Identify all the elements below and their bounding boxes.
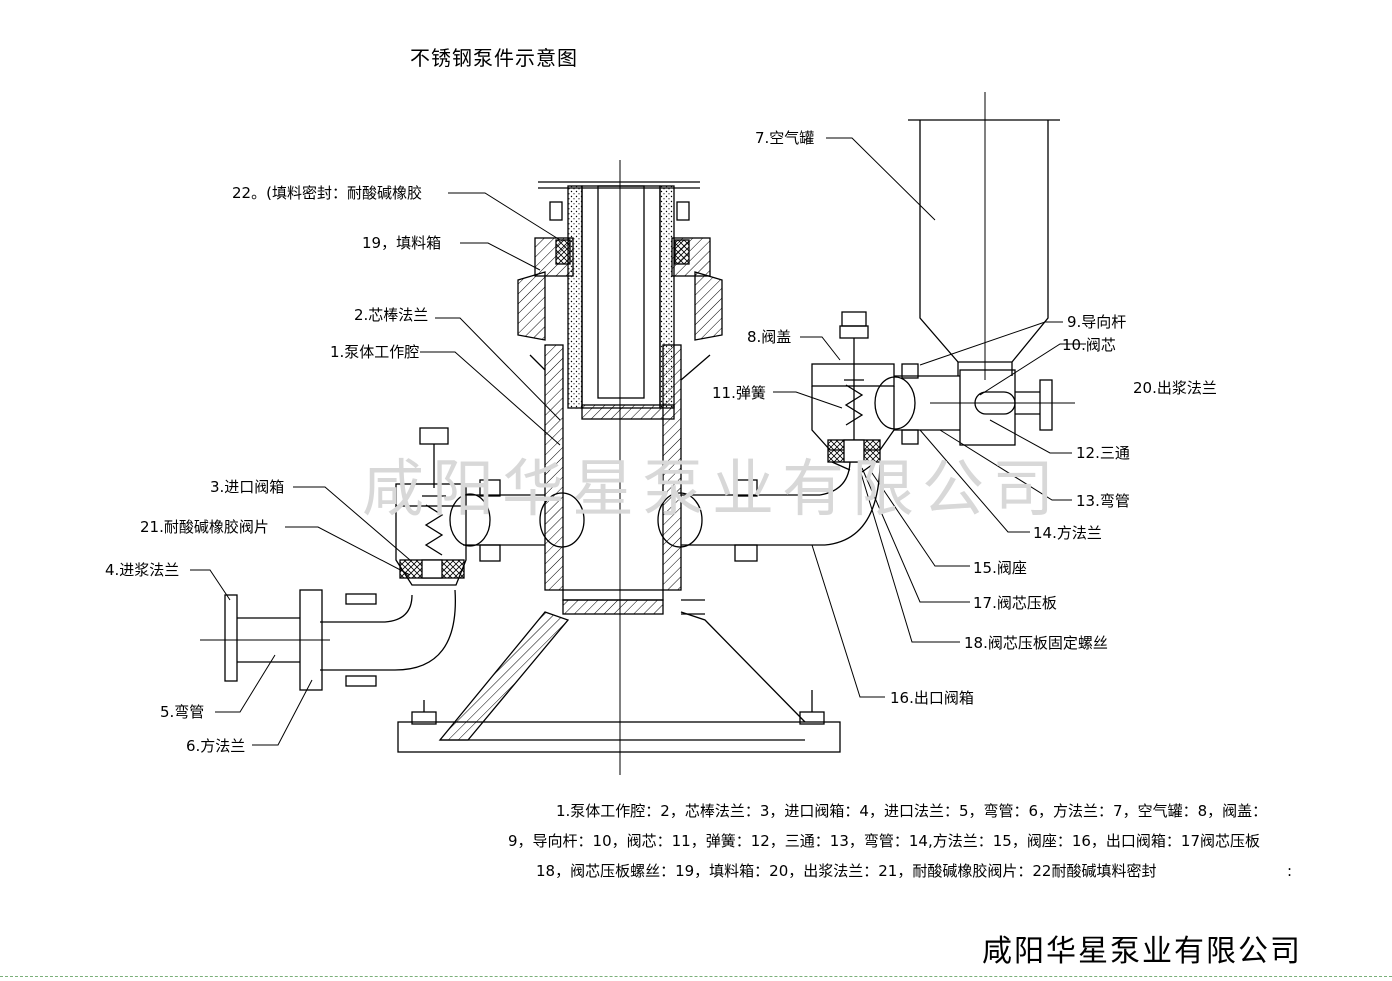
watermark: 咸阳华星泵业有限公司 — [362, 452, 1063, 525]
label-14: 14.方法兰 — [1033, 524, 1102, 542]
label-12: 12.三通 — [1076, 444, 1130, 462]
pump-base — [397, 611, 841, 753]
outlet-connector — [657, 459, 881, 562]
inlet-connector — [449, 479, 585, 562]
label-15: 15.阀座 — [973, 559, 1027, 577]
legend-line-2: 9，导向杆：10，阀芯：11，弹簧：12，三通：13，弯管：14,方法兰：15，… — [508, 832, 1261, 850]
outlet-valve-box — [811, 311, 895, 473]
air-tank — [908, 92, 1060, 380]
company-name: 咸阳华星泵业有限公司 — [982, 934, 1302, 969]
label-17: 17.阀芯压板 — [973, 594, 1057, 612]
label-19: 19，填料箱 — [362, 234, 442, 252]
label-11: 11.弹簧 — [712, 384, 766, 402]
legend-line-1: 1.泵体工作腔：2，芯棒法兰：3，进口阀箱：4，进口法兰：5，弯管：6，方法兰：… — [556, 802, 1268, 820]
label-16: 16.出口阀箱 — [890, 689, 974, 707]
diagram-title: 不锈钢泵件示意图 — [410, 46, 578, 70]
label-3: 3.进口阀箱 — [210, 478, 285, 496]
legend-tail: : — [1287, 862, 1293, 880]
label-1: 1.泵体工作腔 — [330, 343, 420, 361]
label-5: 5.弯管 — [160, 703, 205, 721]
legend-line-3: 18，阀芯压板螺丝：19，填料箱：20，出浆法兰：21，耐酸碱橡胶阀片：22耐酸… — [536, 862, 1157, 880]
label-20: 20.出浆法兰 — [1133, 379, 1217, 397]
label-7: 7.空气罐 — [755, 129, 815, 147]
label-18: 18.阀芯压板固定螺丝 — [964, 634, 1108, 652]
core-rod — [567, 185, 675, 420]
label-10: 10.阀芯 — [1062, 336, 1116, 354]
outlet-tee — [874, 363, 1075, 446]
leader-lines — [190, 137, 1086, 746]
label-21: 21.耐酸碱橡胶阀片 — [140, 518, 269, 536]
label-8: 8.阀盖 — [747, 328, 792, 346]
label-13: 13.弯管 — [1076, 492, 1130, 510]
inlet-elbow — [200, 589, 456, 691]
label-9: 9.导向杆 — [1067, 313, 1127, 331]
label-2: 2.芯棒法兰 — [354, 306, 429, 324]
label-22: 22。(填料密封：耐酸碱橡胶 — [232, 184, 422, 202]
label-4: 4.进浆法兰 — [105, 561, 180, 579]
page-bottom-rule — [0, 976, 1392, 977]
label-6: 6.方法兰 — [186, 737, 246, 755]
inlet-valve-box — [395, 427, 467, 586]
